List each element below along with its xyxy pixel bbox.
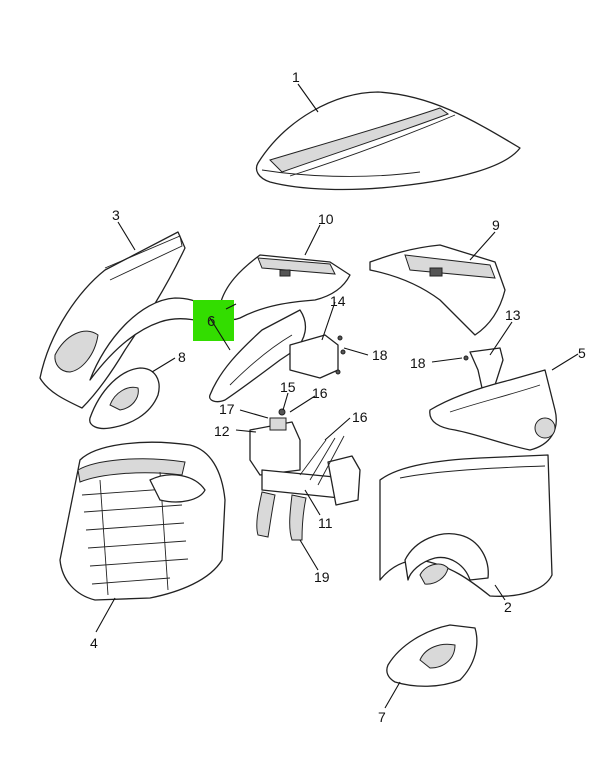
callout-4: 4: [90, 635, 98, 651]
part-center-bracket[interactable]: [289, 334, 346, 379]
callout-7: 7: [378, 709, 386, 725]
callout-17: 17: [219, 401, 235, 417]
part-hinge-assembly[interactable]: [249, 408, 361, 506]
callout-1: 1: [292, 69, 300, 85]
callout-19: 19: [314, 569, 330, 585]
part-right-inner-shelf[interactable]: [369, 244, 506, 336]
callout-2: 2: [504, 599, 512, 615]
callout-8: 8: [178, 349, 186, 365]
callout-18-center: 18: [372, 347, 388, 363]
callout-3: 3: [112, 207, 120, 223]
callout-13: 13: [505, 307, 521, 323]
part-right-bracket[interactable]: [463, 347, 504, 389]
part-hood-struts[interactable]: [256, 491, 307, 541]
callout-18-right: 18: [410, 355, 426, 371]
leader-lines: [95, 83, 579, 709]
callout-15: 15: [280, 379, 296, 395]
part-hood[interactable]: [255, 91, 521, 191]
callout-5: 5: [578, 345, 586, 361]
part-left-inner-shelf[interactable]: [219, 254, 351, 321]
highlight-box-item-6: [193, 300, 234, 341]
callout-9: 9: [492, 217, 500, 233]
callout-6: 6: [207, 313, 215, 330]
part-right-front-support[interactable]: [429, 369, 557, 451]
part-right-fender[interactable]: [379, 454, 553, 597]
part-grille-reinforcement[interactable]: [59, 441, 226, 601]
callout-12: 12: [214, 423, 230, 439]
part-left-fender[interactable]: [39, 231, 223, 409]
callout-16-upper: 16: [312, 385, 328, 401]
part-right-splash-shield[interactable]: [386, 624, 478, 687]
callout-labels: 1 3 10 9 6 8 14 18 18 13 5 15 16 17 12 1…: [90, 69, 586, 725]
callout-10: 10: [318, 211, 334, 227]
callout-11: 11: [318, 515, 333, 531]
callout-16-lower: 16: [352, 409, 368, 425]
part-left-splash-shield[interactable]: [89, 367, 160, 430]
callout-14: 14: [330, 293, 346, 309]
